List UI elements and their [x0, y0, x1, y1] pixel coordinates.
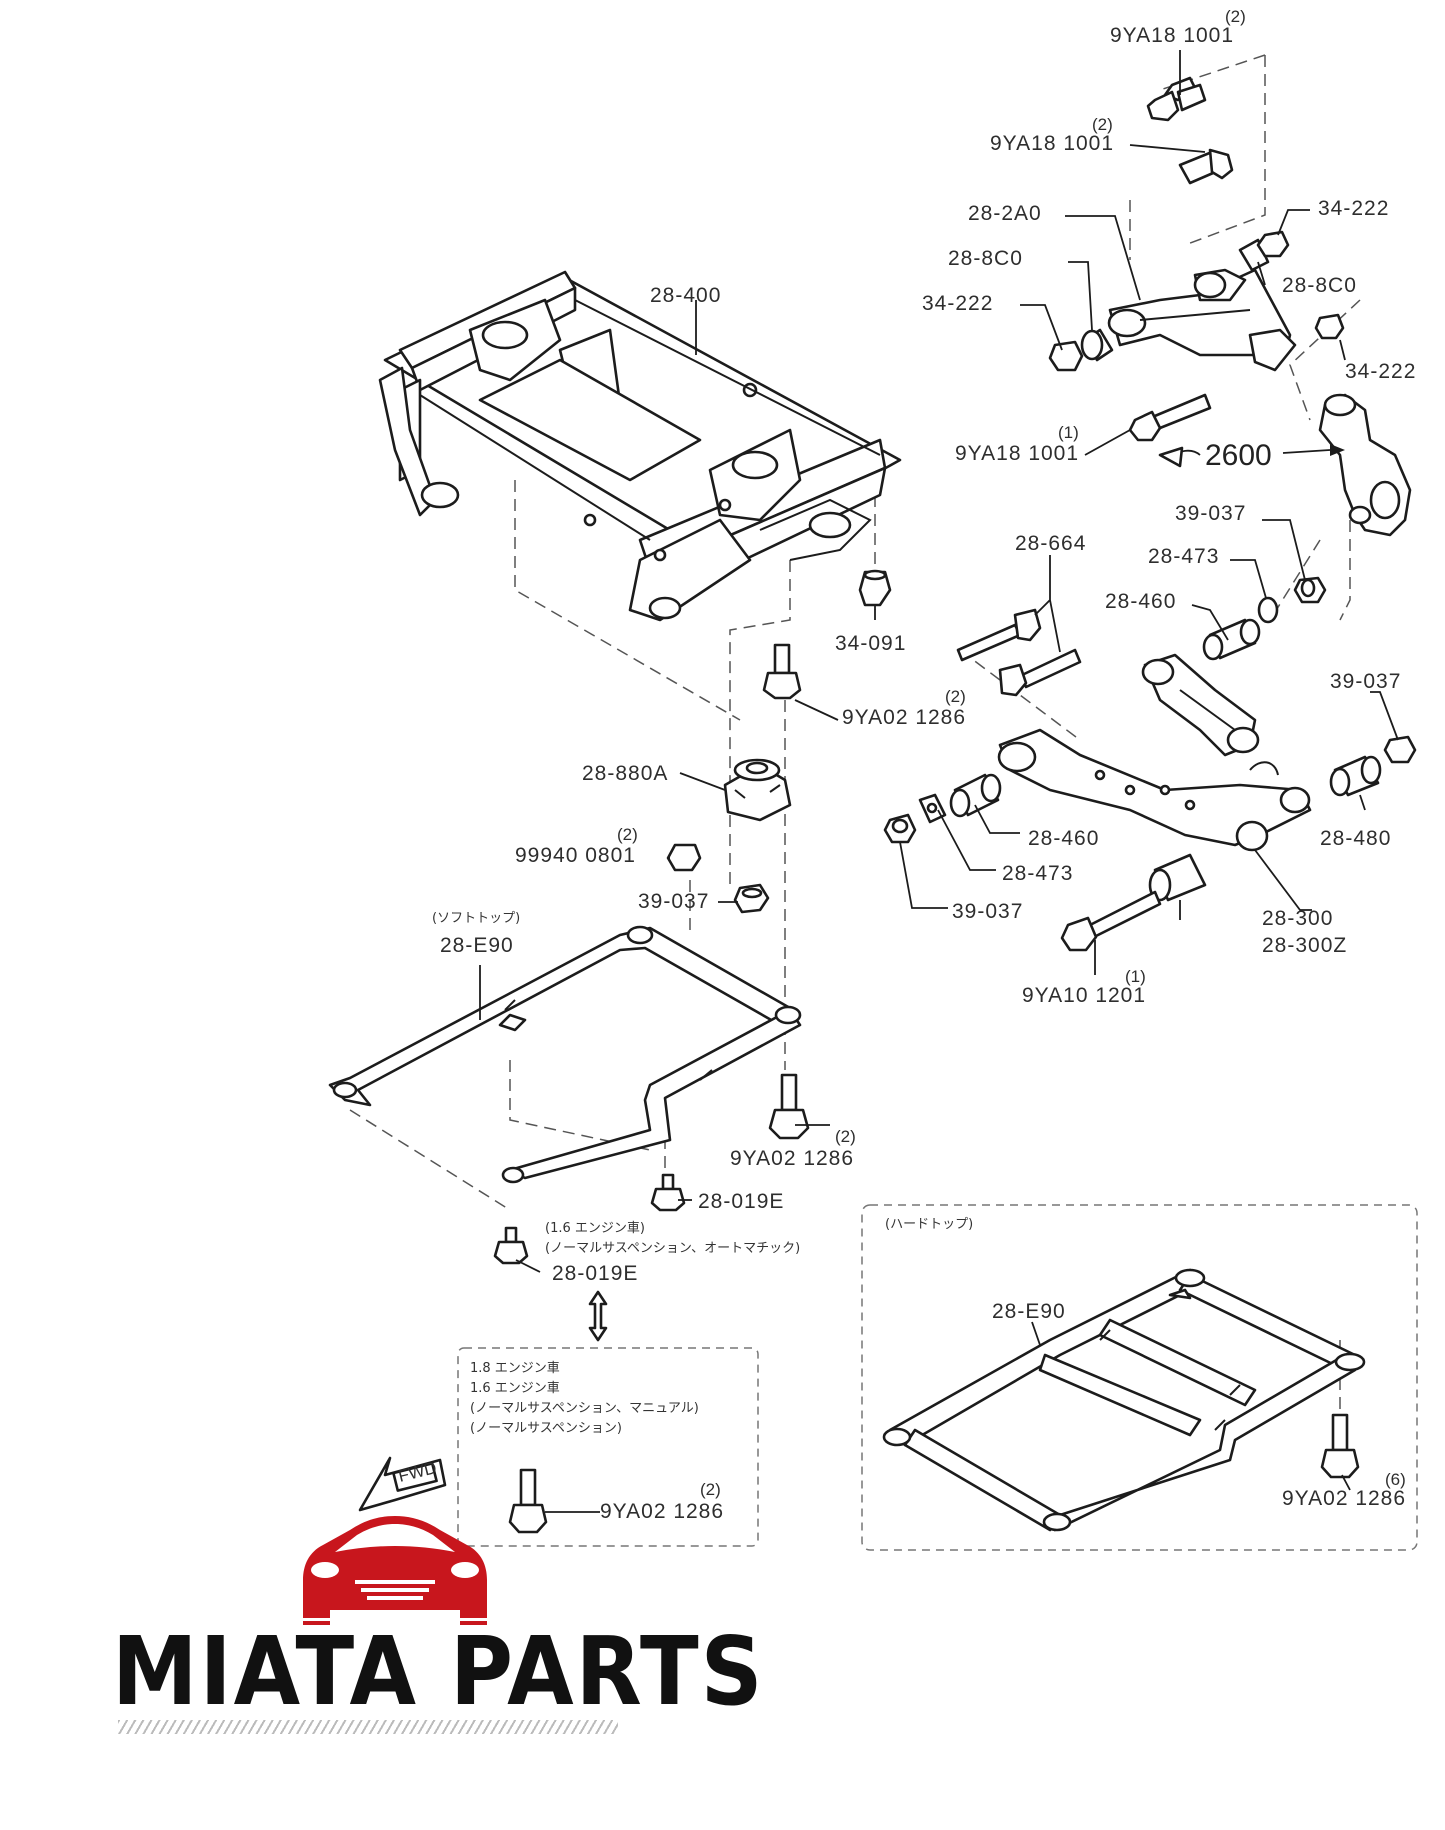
nut-39-037-c [1383, 735, 1417, 764]
qty-bolt-top-1: (2) [1225, 7, 1246, 26]
note-lhd-1: (1.6 エンジン車) [545, 1221, 645, 1236]
label-bolt-9ya02-c: 9YA02 1286 [600, 1500, 724, 1523]
nut-34-091 [858, 569, 892, 607]
qty-bolt-9ya10: (1) [1125, 967, 1146, 986]
label-brace-soft: 28-E90 [440, 934, 514, 957]
label-nut-39037-c: 39-037 [1330, 670, 1401, 693]
label-brace-hard: 28-E90 [992, 1300, 1066, 1323]
label-washer-28473-b: 28-473 [1002, 862, 1073, 885]
logo-wordmark: MIATA PARTS [112, 1617, 765, 1728]
brace-28-e90-hard [882, 1268, 1366, 1532]
label-lower-arm-2: 28-300Z [1262, 934, 1347, 957]
label-nut-39037-d: 39-037 [952, 900, 1023, 923]
nut-34-222-right-low [1314, 313, 1345, 340]
label-subframe: 28-400 [650, 284, 721, 307]
nut-99940-0801 [666, 843, 702, 872]
nut-34-222-left [1048, 340, 1084, 372]
bolt-9ya18-top-2 [1178, 148, 1234, 185]
label-bolt-28019e-b: 28-019E [552, 1262, 638, 1285]
label-bolt-mid: 9YA18 1001 [955, 442, 1079, 465]
bolt-9ya02-a [762, 643, 802, 700]
logo-underline [118, 1720, 618, 1734]
box-note-1: 1.8 エンジン車 [470, 1361, 560, 1376]
qty-nut-99940: (2) [617, 825, 638, 844]
label-bolt-top-1: 9YA18 1001 [1110, 24, 1234, 47]
label-bolt-28019e-a: 28-019E [698, 1190, 784, 1213]
bolt-9ya18-mid [1128, 393, 1212, 442]
lower-arm-28-300 [997, 728, 1312, 852]
label-nut-99940: 99940 0801 [515, 844, 636, 867]
bolt-9ya02-b [768, 1073, 810, 1140]
logo-car-icon [295, 1516, 495, 1625]
variant-box-right [861, 1204, 1418, 1551]
variant-box-left [457, 1347, 759, 1547]
box-note-4: (ノーマルサスペンション) [470, 1421, 622, 1436]
bushing-lower-arm [1148, 853, 1207, 902]
nut-34-222-right-top [1256, 230, 1290, 258]
qty-bolt-top-2: (2) [1092, 115, 1113, 134]
box-note-2: 1.6 エンジン車 [470, 1381, 560, 1396]
label-bushing-28480: 28-480 [1320, 827, 1391, 850]
label-bushing-upper-r: 28-8C0 [1282, 274, 1357, 297]
washer-28-473-a [1257, 596, 1279, 624]
label-lower-arm-1: 28-300 [1262, 907, 1333, 930]
bolt-9ya02-d [1320, 1413, 1360, 1479]
note-brace-hard: (ハードトップ) [885, 1217, 973, 1232]
label-nut-upper-r2: 34-222 [1345, 360, 1416, 383]
label-nut-upper-l: 34-222 [922, 292, 993, 315]
note-lhd-2: (ノーマルサスペンション、オートマチック) [545, 1241, 800, 1256]
label-upper-arm: 28-2A0 [968, 202, 1042, 225]
qty-bolt-9ya02-b: (2) [835, 1127, 856, 1146]
qty-bolt-mid: (1) [1058, 423, 1079, 442]
toe-link-arm [1141, 653, 1260, 757]
label-bolt-9ya02-a: 9YA02 1286 [842, 706, 966, 729]
bolt-28-664 [956, 608, 1082, 697]
label-bushing-28460-a: 28-460 [1105, 590, 1176, 613]
label-knuckle: 2600 [1205, 439, 1272, 472]
washer-28-473-b [918, 793, 947, 824]
bolt-9ya02-c [508, 1468, 548, 1534]
nut-39-037-a [733, 883, 770, 914]
nut-39-037-b [1293, 576, 1327, 604]
bushing-28-460-a [1202, 618, 1261, 661]
bolt-28-019e-b [493, 1226, 529, 1265]
qty-bolt-9ya02-a: (2) [945, 687, 966, 706]
label-bushing-28460-b: 28-460 [1028, 827, 1099, 850]
bushing-28-460-b [949, 773, 1002, 818]
label-bushing-upper-l: 28-8C0 [948, 247, 1023, 270]
bushing-28-8c0-left [1080, 328, 1114, 362]
nut-39-037-d [883, 813, 917, 844]
brace-28-e90-soft [328, 925, 802, 1184]
box-note-3: (ノーマルサスペンション、マニュアル) [470, 1401, 699, 1416]
bushing-28-480 [1329, 755, 1382, 797]
bolt-28-019e-a [650, 1173, 686, 1212]
label-nut-39037-b: 39-037 [1175, 502, 1246, 525]
label-bolt-top-2: 9YA18 1001 [990, 132, 1114, 155]
label-nut-upper-r1: 34-222 [1318, 197, 1389, 220]
rear-subframe [378, 270, 902, 622]
knuckle-arrow-icon [1158, 446, 1201, 468]
label-bolt-28664: 28-664 [1015, 532, 1086, 555]
bolt-9ya18-top-1 [1146, 76, 1207, 122]
fwd-arrow-icon [358, 1456, 447, 1512]
label-mount: 28-880A [582, 762, 668, 785]
label-bolt-9ya10: 9YA10 1201 [1022, 984, 1146, 1007]
bolt-9ya10-1201 [1060, 890, 1162, 952]
label-washer-28473-a: 28-473 [1148, 545, 1219, 568]
label-bolt-9ya02-b: 9YA02 1286 [730, 1147, 854, 1170]
either-or-arrow-icon [588, 1290, 608, 1342]
qty-bolt-9ya02-c: (2) [700, 1480, 721, 1499]
note-brace-soft: (ソフトトップ) [432, 911, 520, 926]
qty-bolt-9ya02-d: (6) [1385, 1470, 1406, 1489]
leader-lines [479, 50, 1399, 1513]
mount-28-880a [723, 758, 792, 822]
knuckle-2600 [1318, 393, 1412, 537]
upper-arm-28-2a0 [1107, 268, 1297, 372]
part-labels: (2) 9YA18 1001 (2) 9YA18 1001 28-2A0 28-… [396, 7, 1416, 1523]
label-nut-39037-a: 39-037 [638, 890, 709, 913]
label-nut-34091: 34-091 [835, 632, 906, 655]
label-bolt-9ya02-d: 9YA02 1286 [1282, 1487, 1406, 1510]
